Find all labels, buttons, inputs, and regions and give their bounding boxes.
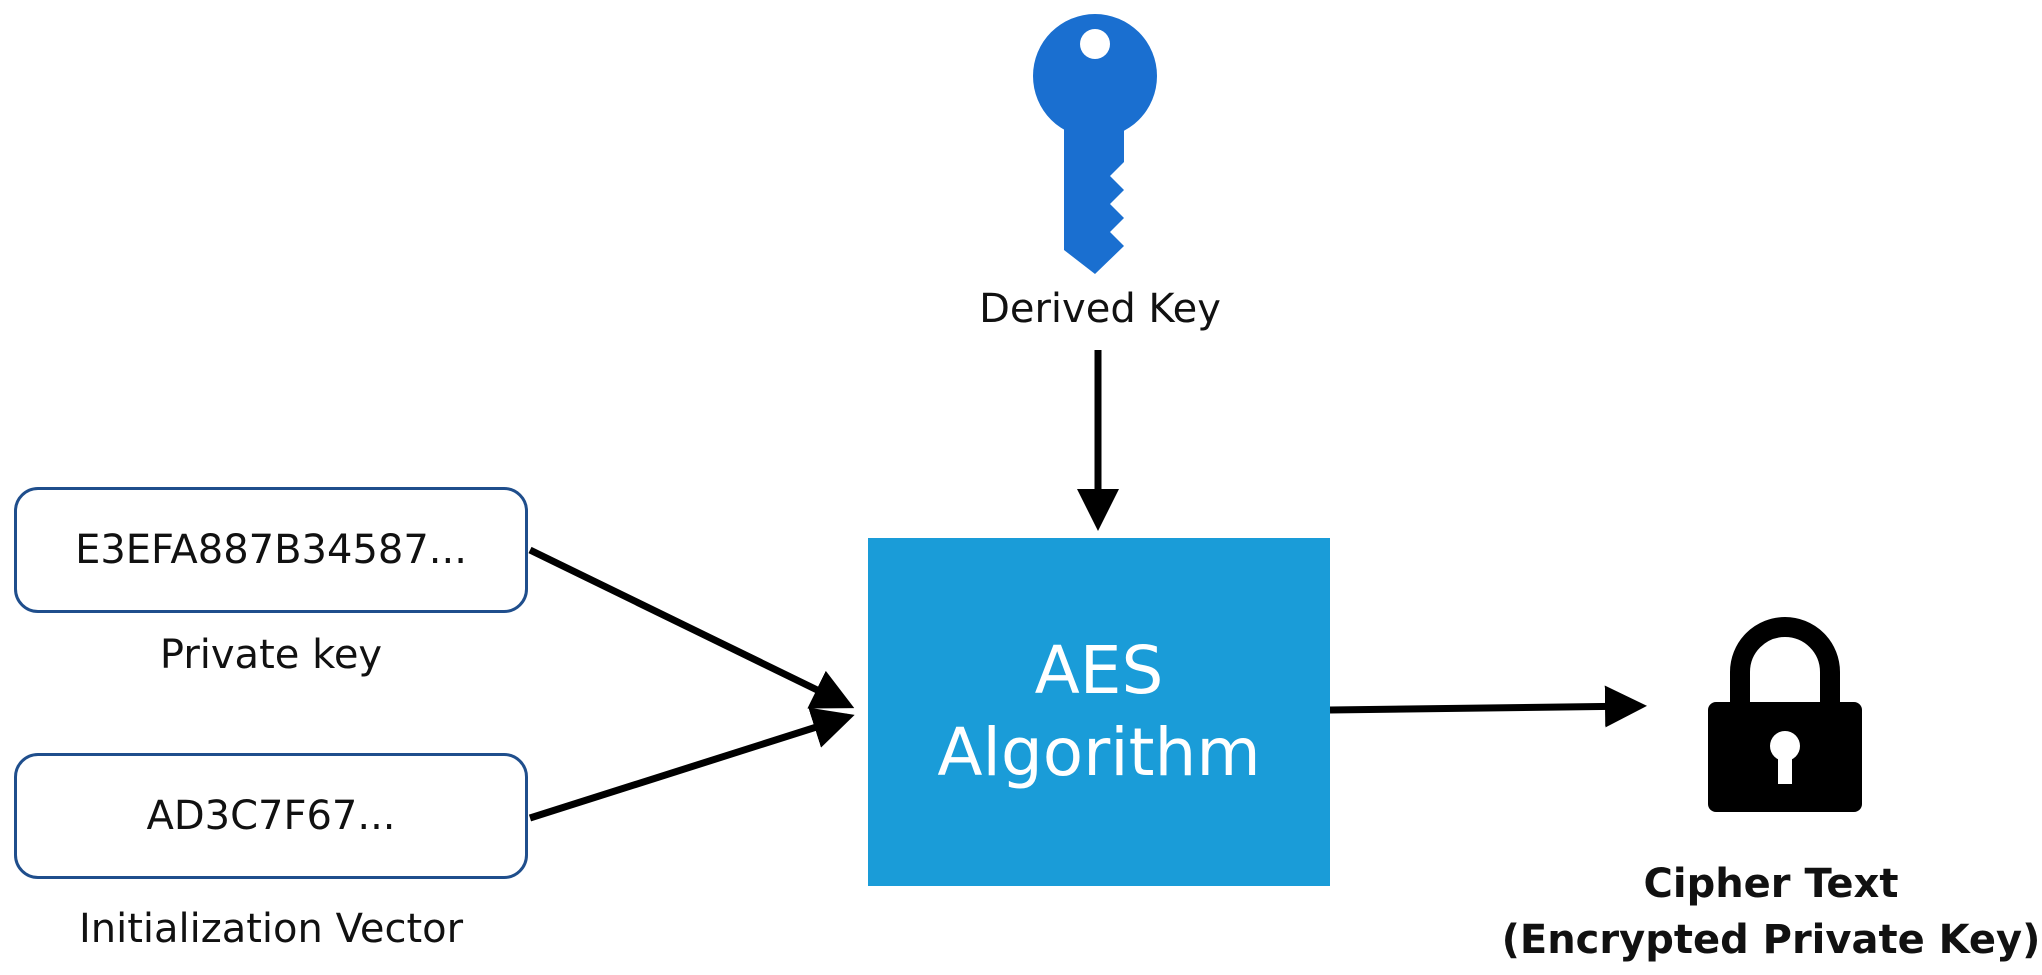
iv-box: AD3C7F67...	[14, 753, 528, 879]
iv-value: AD3C7F67...	[146, 793, 396, 839]
private-key-value: E3EFA887B34587...	[75, 527, 467, 573]
private-key-caption: Private key	[159, 632, 383, 678]
aes-algorithm-box: AES Algorithm	[868, 538, 1330, 886]
lock-icon	[1708, 617, 1862, 812]
private-key-box: E3EFA887B34587...	[14, 487, 528, 613]
aes-label: AES	[1034, 632, 1164, 709]
algorithm-label: Algorithm	[937, 714, 1261, 791]
key-icon	[1033, 14, 1157, 274]
iv-caption: Initialization Vector	[78, 906, 464, 952]
cipher-text-label: Cipher Text (Encrypted Private Key)	[1500, 856, 2042, 968]
arrow-aes-to-cipher	[1329, 685, 1647, 728]
cipher-text-subtitle: (Encrypted Private Key)	[1501, 917, 2041, 963]
cipher-text-title: Cipher Text	[1643, 861, 1899, 907]
arrow-private-key-to-aes	[528, 546, 855, 709]
derived-key-caption: Derived Key	[979, 286, 1221, 332]
arrow-iv-to-aes	[528, 707, 855, 822]
